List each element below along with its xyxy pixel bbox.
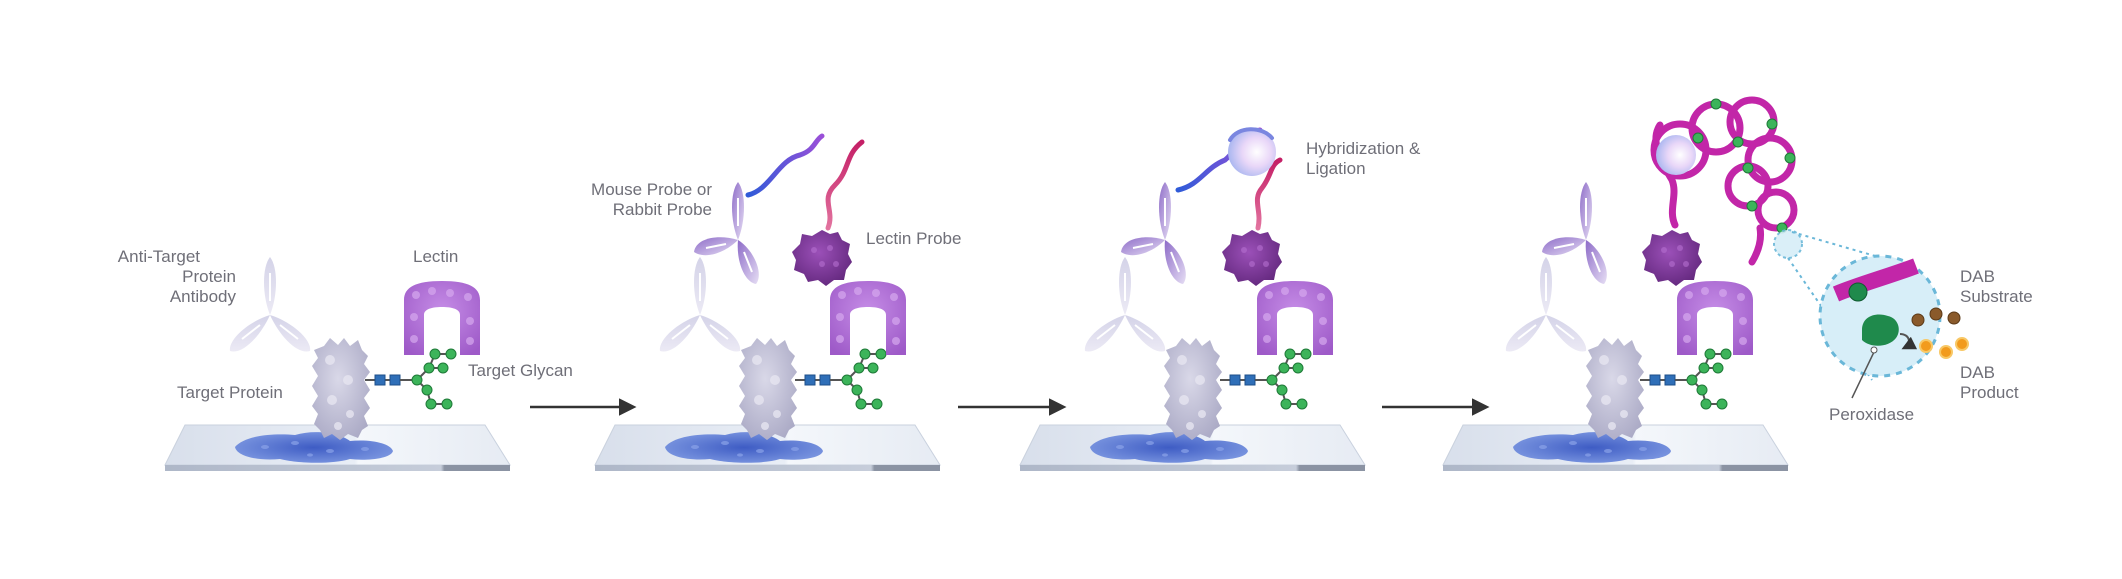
target-protein (739, 338, 797, 440)
panel-2: Mouse Probe or Rabbit Probe Lectin Probe (591, 133, 961, 472)
target-glycan (794, 348, 887, 410)
mouse-rabbit-probe (1541, 181, 1608, 285)
label-mouse-probe-line1: Mouse Probe or (591, 180, 712, 199)
anti-target-antibody (1504, 256, 1588, 353)
lectin-probe (1222, 230, 1282, 286)
label-peroxidase: Peroxidase (1829, 405, 1914, 424)
lectin (1257, 281, 1333, 355)
label-hybridization-line1: Hybridization & (1306, 139, 1421, 158)
target-protein (1164, 338, 1222, 440)
lectin (1677, 281, 1753, 355)
hrp-bead-zoomed (1848, 282, 1868, 302)
label-lectin-probe: Lectin Probe (866, 229, 961, 248)
panel-3: Hybridization & Ligation (1019, 127, 1421, 472)
label-dab-substrate-line1: DAB (1960, 267, 1995, 286)
label-mouse-probe-line2: Rabbit Probe (613, 200, 712, 219)
circular-template (1656, 135, 1696, 175)
rca-strand-zoomed (1832, 258, 1919, 302)
target-protein (312, 338, 370, 440)
label-dab-product-line1: DAB (1960, 363, 1995, 382)
target-glycan (1639, 348, 1732, 410)
lectin (830, 281, 906, 355)
zoom-source (1773, 229, 1803, 259)
lectin-probe (1642, 230, 1702, 286)
rca-product (1650, 96, 1798, 266)
mouse-rabbit-probe (1120, 181, 1187, 285)
anti-target-antibody (658, 256, 742, 353)
target-glycan (364, 348, 457, 410)
panel-4: DAB Substrate DAB Product Peroxidase (1442, 96, 2033, 472)
pointer-dot (1870, 346, 1878, 354)
circular-template (1228, 128, 1276, 176)
label-anti-target-line2: Protein (182, 267, 236, 286)
label-dab-product-line2: Product (1960, 383, 2019, 402)
lectin-probe (792, 230, 852, 286)
label-target-protein: Target Protein (177, 383, 283, 402)
probe-oligo-pink (825, 139, 865, 231)
anti-target-antibody (1083, 256, 1167, 353)
dab-product (1919, 337, 1969, 359)
hrp-beads (1692, 98, 1796, 234)
label-dab-substrate-line2: Substrate (1960, 287, 2033, 306)
label-target-glycan: Target Glycan (468, 361, 573, 380)
label-anti-target-line3: Antibody (170, 287, 237, 306)
ligated-oligo-pink (1254, 157, 1283, 231)
lectin (404, 281, 480, 355)
reaction-arrow (1899, 333, 1918, 350)
target-glycan (1219, 348, 1312, 410)
peroxidase-pointer (1851, 351, 1875, 399)
panel-1: Anti-Target Protein Antibody Lectin Targ… (118, 247, 573, 472)
peroxidase-enzyme (1862, 314, 1899, 346)
label-hybridization-line2: Ligation (1306, 159, 1366, 178)
template-ring (1228, 127, 1274, 142)
target-protein (1586, 338, 1644, 440)
label-anti-target-line1: Anti-Target (118, 247, 200, 266)
anti-target-antibody (228, 256, 312, 353)
label-lectin: Lectin (413, 247, 458, 266)
dab-substrate (1911, 307, 1961, 327)
probe-oligo-blue (745, 133, 825, 198)
